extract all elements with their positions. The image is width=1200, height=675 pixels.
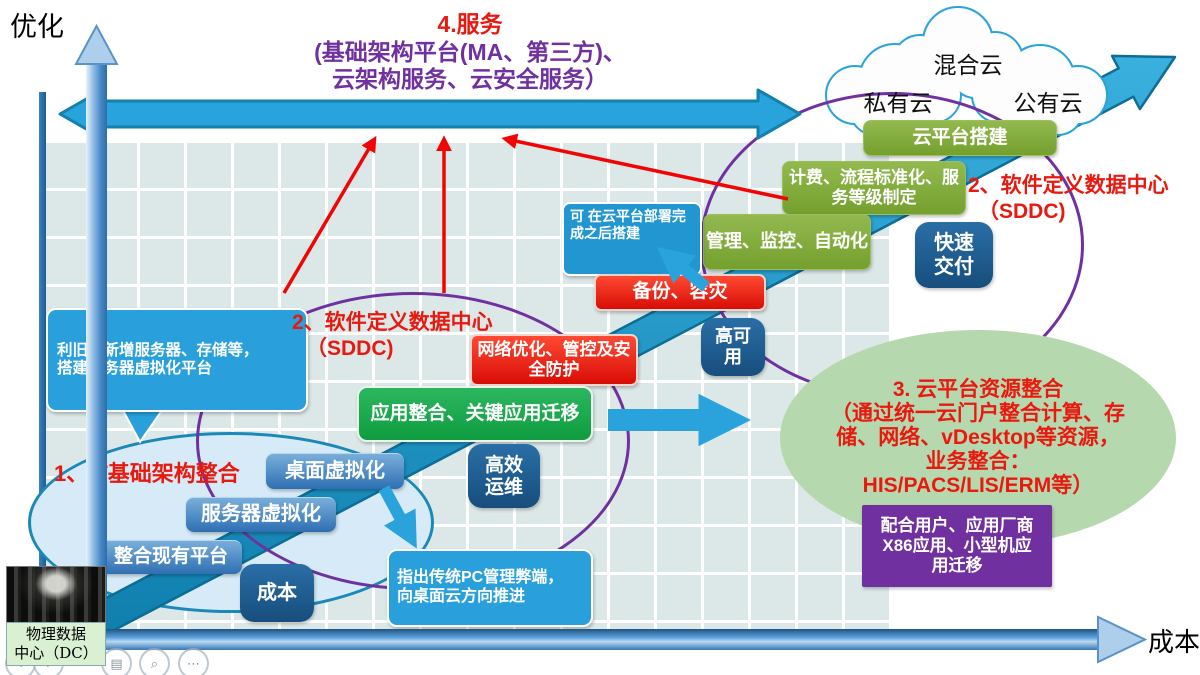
pc-note-line2: 向桌面云方向推进 — [397, 588, 526, 605]
label-it-integration: 1、IT基础架构整合 — [54, 461, 240, 486]
title-line2: (基础架构平台(MA、第三方)、 — [314, 38, 626, 65]
label-sddc-left: 2、软件定义数据中心 （SDDC) — [292, 310, 532, 363]
high-avail-line1: 高可 — [715, 325, 751, 347]
resource-line4: 业务整合： — [925, 450, 1031, 474]
efficient-ops-line2: 运维 — [484, 476, 523, 498]
y-axis-bar — [86, 48, 107, 648]
box-cloud-platform-build: 云平台搭建 — [863, 120, 1057, 156]
box-network-optimization: 网络优化、管控及安全防护 — [470, 334, 638, 386]
box-desktop-virtualization: 桌面虚拟化 — [266, 453, 404, 489]
arrow-desktop-to-pcnote — [378, 485, 417, 549]
box-high-availability: 高可 用 — [701, 318, 765, 376]
box-migration-cooperation: 配合用户、应用厂商 X86应用、小型机应 用迁移 — [862, 505, 1052, 587]
box-pc-drawback-note: 指出传统PC管理弊端， 向桌面云方向推进 — [387, 549, 593, 627]
box-app-integration: 应用整合、关键应用迁移 — [357, 386, 593, 442]
x-axis-label: 成本 — [1148, 628, 1200, 658]
cloud-label-hybrid: 混合云 — [933, 53, 1003, 79]
label-sddc-right: 2、软件定义数据中心 （SDDC) — [968, 173, 1200, 226]
sddc-right-line1: 2、软件定义数据中心 — [968, 174, 1169, 197]
box-deploy-after-note: 可 在云平台部署完成之后搭建 — [562, 202, 702, 276]
box-quick-delivery: 快速 交付 — [915, 222, 993, 288]
efficient-ops-line1: 高效 — [484, 453, 523, 476]
migration-line2: X86应用、小型机应 — [882, 535, 1032, 555]
migration-line3: 用迁移 — [931, 556, 983, 576]
box-server-virtualization: 服务器虚拟化 — [186, 497, 336, 532]
x-axis-bar — [98, 629, 1100, 650]
title-line3: 云架构服务、云安全服务） — [332, 66, 608, 93]
resource-line5: HIS/PACS/LIS/ERM等） — [862, 474, 1094, 498]
save-icon: ▤ — [110, 655, 123, 671]
red-callout-arrows — [282, 133, 789, 294]
box-management-monitoring: 管理、监控、自动化 — [703, 214, 871, 270]
datacenter-caption-line1: 物理数据 — [25, 625, 86, 644]
cloud-label-public: 公有云 — [1013, 91, 1083, 117]
resource-line2: （通过统一云门户整合计算、存 — [831, 401, 1125, 425]
slide-title: 4.服务 (基础架构平台(MA、第三方)、 云架构服务、云安全服务） — [230, 10, 710, 94]
datacenter-caption-line2: 中心（DC） — [14, 644, 98, 662]
more-dots-icon: ⋯ — [187, 655, 200, 671]
quick-delivery-line2: 交付 — [934, 254, 974, 278]
quick-delivery-line1: 快速 — [934, 230, 974, 255]
arrow-backup-to-note — [656, 246, 710, 292]
box-consolidate-platform: 整合现有平台 — [100, 540, 242, 574]
migration-line1: 配合用户、应用厂商 — [880, 515, 1034, 535]
high-avail-line2: 用 — [724, 347, 742, 368]
datacenter-caption: 物理数据 中心（DC） — [6, 622, 106, 666]
box-efficient-operations: 高效 运维 — [468, 444, 540, 508]
y-axis-label: 优化 — [10, 12, 64, 43]
viewer-more-button[interactable]: ⋯ — [178, 648, 209, 675]
sddc-right-line2: （SDDC) — [978, 200, 1066, 224]
cloud-label-private: 私有云 — [863, 91, 933, 117]
resource-line3: 储、网络、vDesktop等资源， — [836, 425, 1120, 449]
magnifier-icon: ⌕ — [150, 655, 159, 671]
title-line1: 4.服务 — [437, 11, 503, 37]
viewer-zoom-button[interactable]: ⌕ — [139, 648, 170, 675]
box-billing-standardization: 计费、流程标准化、服务等级制定 — [782, 161, 966, 215]
resource-line1: 3. 云平台资源整合 — [892, 377, 1064, 401]
sddc-left-line2: （SDDC) — [306, 337, 394, 361]
grid-left-edge — [39, 92, 46, 629]
datacenter-photo — [6, 566, 106, 624]
sddc-left-line1: 2、软件定义数据中心 — [292, 311, 493, 334]
box-cost: 成本 — [240, 564, 314, 622]
pc-note-line1: 指出传统PC管理弊端， — [397, 569, 564, 587]
reuse-note-line1: 利旧或新增服务器、存储等， — [57, 341, 259, 359]
